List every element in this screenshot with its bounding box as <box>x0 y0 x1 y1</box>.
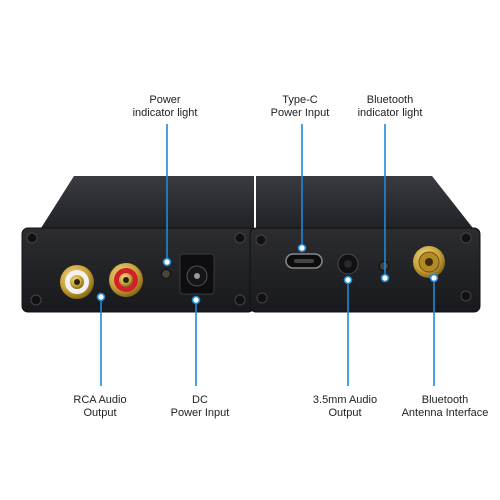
label-line: Bluetooth <box>366 94 414 106</box>
label-rca-audio-output: RCA Audio Output <box>55 394 145 420</box>
label-line: Output <box>83 407 117 419</box>
label-line: Bluetooth <box>421 394 469 406</box>
label-line: Antenna Interface <box>401 407 489 419</box>
rca-red-jack <box>109 263 143 297</box>
rca-white-jack <box>60 265 94 299</box>
right-unit-top <box>256 176 476 236</box>
label-line: DC <box>192 394 208 406</box>
callout-dot-typec <box>297 243 307 253</box>
right-unit-front-panel <box>249 227 481 313</box>
audio-35mm-jack <box>337 253 359 275</box>
left-unit <box>21 176 255 313</box>
callout-dot-bt-light <box>380 273 390 283</box>
screw <box>255 234 267 246</box>
screw <box>256 292 268 304</box>
label-line: Power Input <box>270 107 330 119</box>
label-line: indicator light <box>357 107 423 119</box>
label-line: Power Input <box>170 407 230 419</box>
label-bluetooth-indicator-light: Bluetooth indicator light <box>345 94 435 120</box>
power-indicator-light <box>161 269 171 279</box>
screw <box>26 232 38 244</box>
label-line: RCA Audio <box>73 394 127 406</box>
label-line: Output <box>328 407 362 419</box>
dc-power-jack <box>179 253 215 295</box>
label-line: Power <box>149 94 181 106</box>
callout-dot-35mm <box>343 275 353 285</box>
label-line: indicator light <box>132 107 198 119</box>
label-dc-power-input: DC Power Input <box>155 394 245 420</box>
callout-dot-dc <box>191 295 201 305</box>
callout-dot-bt-antenna <box>429 273 439 283</box>
screw <box>234 294 246 306</box>
typec-port <box>285 253 323 269</box>
screw <box>460 232 472 244</box>
label-typec-power-input: Type-C Power Input <box>260 94 340 120</box>
screw <box>460 290 472 302</box>
label-35mm-audio-output: 3.5mm Audio Output <box>300 394 390 420</box>
label-bluetooth-antenna-interface: Bluetooth Antenna Interface <box>395 394 495 420</box>
callouts <box>96 124 439 386</box>
bluetooth-antenna-connector <box>413 246 445 278</box>
label-line: 3.5mm Audio <box>312 394 378 406</box>
label-line: Type-C <box>282 94 318 106</box>
callout-dot-power-light <box>162 257 172 267</box>
screw <box>234 232 246 244</box>
callout-dot-rca <box>96 292 106 302</box>
screw <box>30 294 42 306</box>
left-unit-top <box>36 176 254 236</box>
label-power-indicator-light: Power indicator light <box>125 94 205 120</box>
right-unit <box>249 176 481 313</box>
bluetooth-indicator-light <box>379 261 389 271</box>
